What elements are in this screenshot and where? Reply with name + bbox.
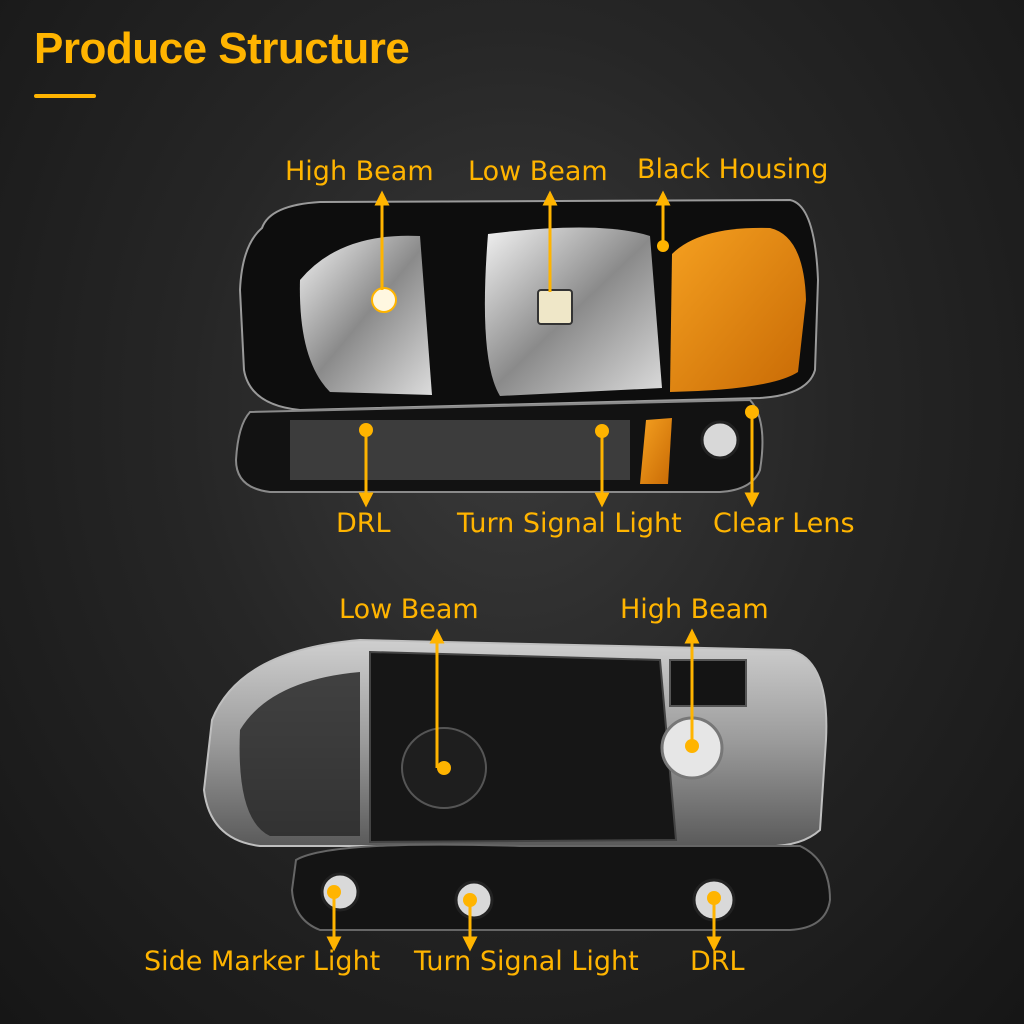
rear-inner-housing [239,672,360,836]
front-drl-marker [359,423,373,437]
front-bumper-chrome [290,420,630,480]
front-bulb-socket [700,420,740,460]
front-amber-corner-lens [670,227,806,392]
label-rear-drl: DRL [690,946,745,977]
front-high-beam-bulb [371,287,397,313]
rear-drl-marker [707,891,721,905]
rear-bumper-housing [290,843,832,931]
front-high-beam-reflector [299,235,432,395]
front-turn-signal-marker [595,424,609,438]
rear-headlight [202,638,828,848]
rear-high-beam-bracket [669,659,747,707]
front-low-beam-bulb [537,289,573,325]
front-bumper-light [234,398,764,493]
label-front-low-beam: Low Beam [468,156,608,187]
rear-bumper-light [290,843,832,931]
label-front-drl: DRL [336,508,391,539]
front-low-beam-reflector [484,227,662,396]
front-clear-lens-marker [745,405,759,419]
rear-turn-signal-marker [463,893,477,907]
front-bumper-amber [640,418,672,484]
front-headlight [238,198,820,412]
title-underline [34,94,96,98]
label-front-black-housing: Black Housing [637,154,829,185]
label-rear-low-beam: Low Beam [339,594,479,625]
label-rear-high-beam: High Beam [620,594,769,625]
rear-low-beam-marker [437,761,451,775]
front-arrows [358,190,760,508]
page-title: Produce Structure [34,24,410,73]
label-rear-turn-signal: Turn Signal Light [414,946,639,977]
label-front-high-beam: High Beam [285,156,434,187]
label-front-clear-lens: Clear Lens [713,508,855,539]
rear-side-marker-marker [327,885,341,899]
rear-arrows [326,628,722,952]
label-front-turn-signal: Turn Signal Light [457,508,682,539]
label-rear-side-marker: Side Marker Light [144,946,381,977]
